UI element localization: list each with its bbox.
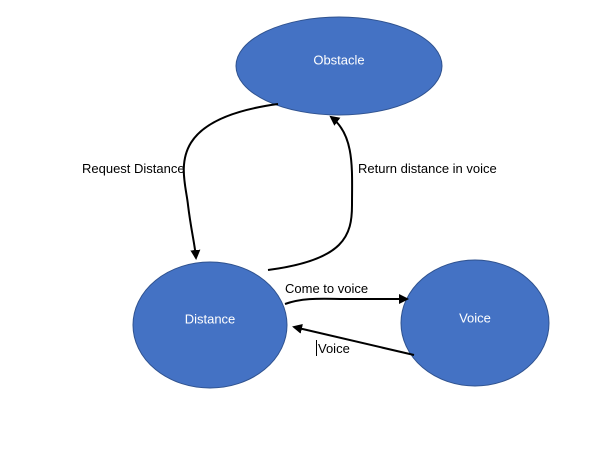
come-to-voice-label: Come to voice [285,281,368,296]
request-distance-arrow [182,103,279,260]
voice-node-label: Voice [459,310,491,325]
return-distance-label: Return distance in voice [358,161,497,176]
voice-node: Voice [400,259,550,387]
distance-node-label: Distance [185,311,236,326]
obstacle-node-label: Obstacle [313,52,364,67]
return-distance-arrow [267,115,354,271]
distance-node: Distance [132,261,288,389]
obstacle-node: Obstacle [235,16,443,116]
voice-back-label: Voice [318,341,350,356]
request-distance-label: Request Distance [82,161,185,176]
come-to-voice-arrow [284,294,409,305]
voice-back-arrow [292,323,415,356]
